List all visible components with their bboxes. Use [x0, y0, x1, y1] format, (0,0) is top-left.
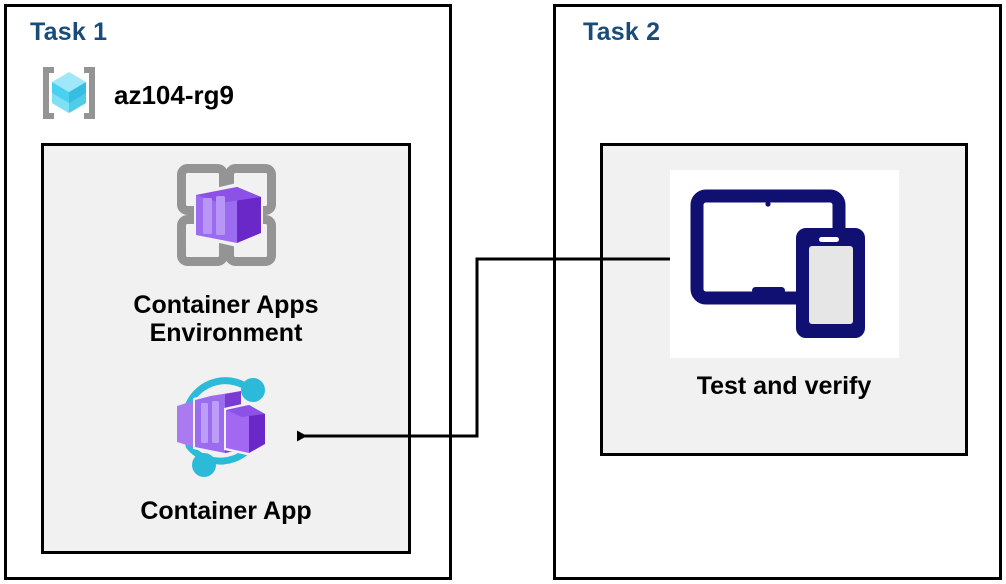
resource-group-icon: [38, 62, 100, 129]
node-caption-test-and-verify: Test and verify: [696, 372, 872, 400]
container-app-icon: [163, 368, 289, 491]
node-caption-container-apps-environment: Container Apps Environment: [133, 291, 319, 347]
task-2-label: Task 2: [583, 18, 661, 46]
test-and-verify-devices-icon: [689, 184, 879, 344]
resource-group-header: az104-rg9: [38, 62, 234, 129]
node-container-apps-environment: Container Apps Environment: [41, 152, 411, 347]
resource-group-name: az104-rg9: [114, 80, 234, 110]
node-test-and-verify: Test and verify: [600, 170, 968, 400]
node-container-app: Container App: [41, 368, 411, 525]
task-1-label: Task 1: [30, 18, 108, 46]
test-and-verify-icon-plate: [669, 170, 899, 358]
node-caption-container-app: Container App: [140, 497, 312, 525]
container-apps-environment-icon: [163, 152, 289, 283]
